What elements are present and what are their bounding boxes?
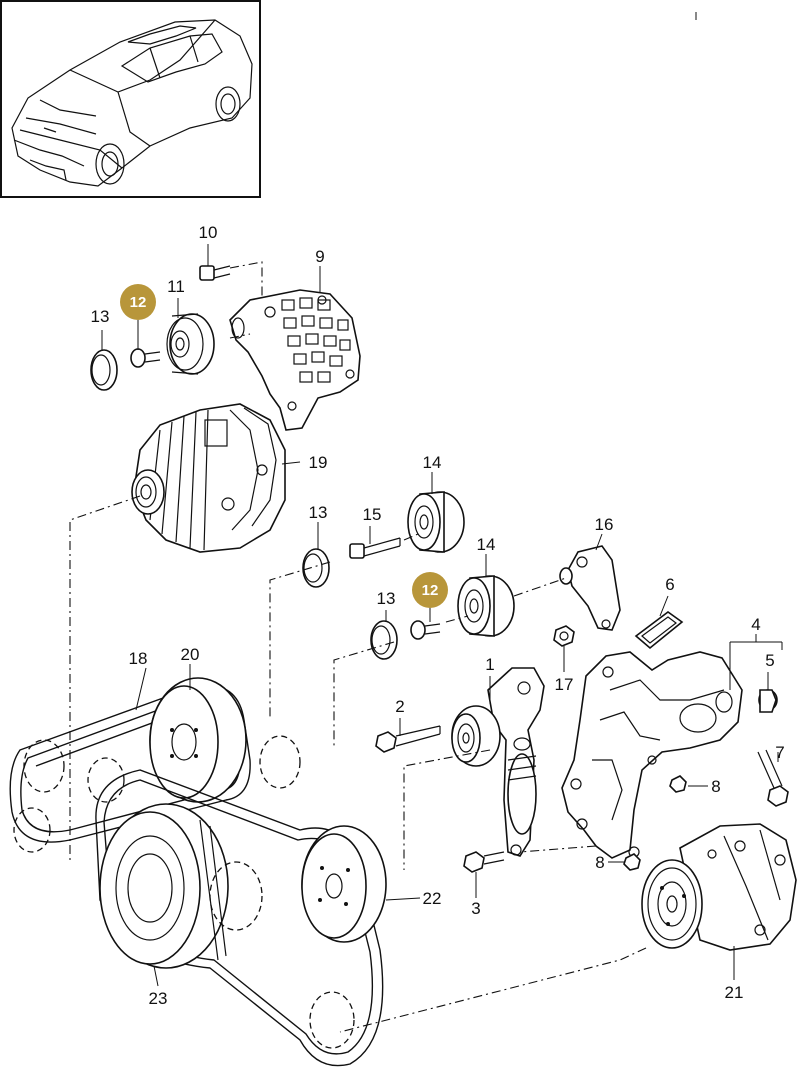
callout-5[interactable]: 5 [765, 651, 774, 670]
bolt-15 [349, 537, 401, 559]
cap-13-lower [370, 620, 398, 660]
callout-8-upper[interactable]: 8 [711, 777, 720, 796]
callout-10[interactable]: 10 [199, 223, 218, 242]
gasket-6 [634, 611, 684, 650]
tensioner-1 [451, 667, 545, 857]
bolt-12-lower [410, 620, 441, 640]
callout-8-lower[interactable]: 8 [595, 853, 604, 872]
callout-16[interactable]: 16 [595, 515, 614, 534]
callout-13-middle[interactable]: 13 [309, 503, 328, 522]
callout-21[interactable]: 21 [725, 983, 744, 1002]
pulley-22 [301, 825, 387, 943]
cap-13-middle [302, 548, 330, 588]
callout-15[interactable]: 15 [363, 505, 382, 524]
callout-12-upper[interactable]: 12 [130, 294, 147, 311]
callout-17[interactable]: 17 [555, 675, 574, 694]
nut-8-upper [669, 775, 687, 793]
alignment-lines [69, 333, 647, 1033]
belt-contact-markers [13, 735, 355, 1049]
callout-19[interactable]: 19 [309, 453, 328, 472]
callout-14-upper[interactable]: 14 [423, 453, 442, 472]
callout-12-upper-badge[interactable]: 12 [120, 284, 156, 320]
bracket-16 [559, 545, 621, 631]
idler-pulley-14-upper [407, 491, 465, 553]
alternator-19 [131, 403, 286, 553]
callout-18[interactable]: 18 [129, 649, 148, 668]
bracket-9 [229, 289, 361, 431]
ac-compressor-21 [641, 823, 797, 951]
bolt-12-upper [130, 348, 161, 368]
idler-pulley-14-lower [457, 575, 515, 637]
pulley-11 [166, 313, 215, 375]
vehicle-thumbnail [0, 0, 261, 198]
callout-13-lower[interactable]: 13 [377, 589, 396, 608]
callout-4[interactable]: 4 [751, 615, 760, 634]
callout-12-lower-badge[interactable]: 12 [412, 572, 448, 608]
callout-11[interactable]: 11 [167, 277, 185, 296]
callout-12-lower[interactable]: 12 [422, 582, 439, 599]
bolt-7 [757, 749, 789, 807]
callout-13-upper[interactable]: 13 [91, 307, 110, 326]
leader-lines [101, 244, 783, 987]
crankshaft-pulley-23 [99, 803, 229, 969]
callout-20[interactable]: 20 [181, 645, 200, 664]
callout-23[interactable]: 23 [149, 989, 168, 1008]
callout-9[interactable]: 9 [315, 247, 324, 266]
bushing-5 [758, 689, 778, 713]
mounting-bracket-4 [561, 651, 743, 859]
callout-labels: 10 9 11 13 19 14 13 15 16 14 6 13 4 5 18… [91, 223, 785, 1008]
bolt-10 [199, 265, 231, 281]
callout-22[interactable]: 22 [423, 889, 442, 908]
callout-3[interactable]: 3 [471, 899, 480, 918]
dashline-10 [229, 261, 263, 298]
bolt-3 [463, 851, 505, 873]
nut-8-lower [623, 853, 641, 871]
callout-14-lower[interactable]: 14 [477, 535, 496, 554]
callout-1[interactable]: 1 [485, 655, 494, 674]
callout-6[interactable]: 6 [665, 575, 674, 594]
callout-7[interactable]: 7 [775, 743, 784, 762]
cap-13-upper [90, 349, 118, 391]
bolt-17 [553, 625, 575, 647]
bolt-2 [375, 725, 441, 753]
pulley-20 [149, 677, 247, 803]
callout-2[interactable]: 2 [395, 697, 404, 716]
